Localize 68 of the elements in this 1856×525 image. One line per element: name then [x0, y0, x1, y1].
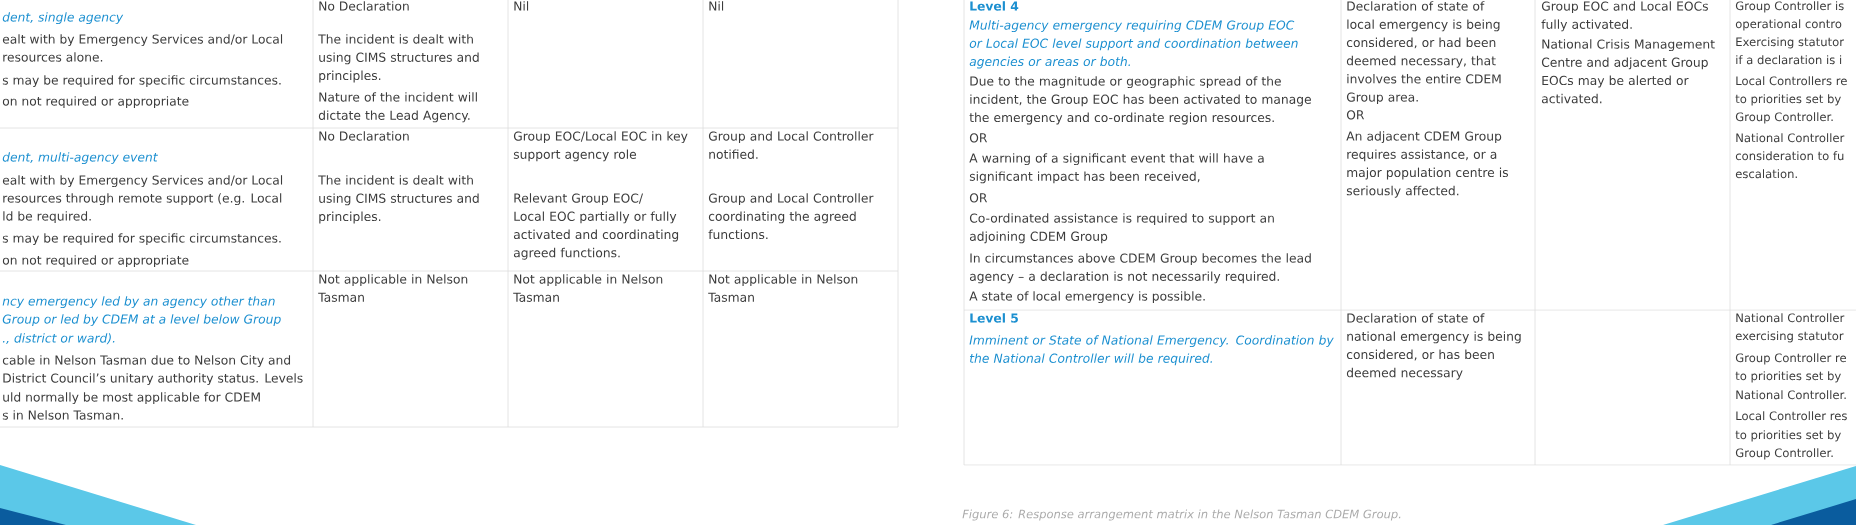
row-description: Imminent or State of National Emergency. Coordination by the National Controller will be required.: [969, 335, 1334, 366]
cell-text: ld be required.: [3, 211, 91, 224]
cell-text: Relevant Group EOC/ Local EOC partially or fully activated and coordinating agreed functions.: [513, 193, 679, 260]
cell-text: Declaration of state of local emergency is being considered, or had been deemed necessary, that involves the entire CDEM Group area.: [1346, 1, 1501, 105]
cell-text: Local Controllers re: [1736, 76, 1847, 86]
cell-text: A state of local emergency is possible.: [969, 291, 1205, 304]
cell-text: National Crisis Management Centre and adjacent Group EOCs may be alerted or activated.: [1541, 39, 1715, 104]
cell-text: cable in Nelson Tasman due to Nelson City and: [2, 355, 290, 368]
level-heading: Level 5: [970, 313, 1018, 323]
cell-text: resources through remote support (e.g. Local: [3, 193, 282, 206]
cell-text: Nil: [709, 1, 724, 11]
cell-text: consideration to fu: [1735, 151, 1844, 161]
figure-caption: Figure 6: Response arrangement matrix in the Nelson Tasman CDEM Group.: [962, 509, 1401, 521]
cell-text: on not required or appropriate: [2, 255, 189, 268]
row-description: Group or led by CDEM at a level below Group: [2, 314, 281, 327]
cell-text: Nature of the incident will dictate the Lead Agency.: [318, 92, 477, 123]
cell-text: The incident is dealt with using CIMS structures and principles.: [318, 34, 479, 83]
cell-text: resources alone.: [3, 52, 103, 62]
cell-text: District Council’s unitary authority status. Levels: [3, 373, 303, 386]
cell-text: Nil: [514, 1, 529, 11]
cell-text: Group and Local Controller coordinating the agreed functions.: [708, 193, 874, 240]
cell-text: Group EOC and Local EOCs fully activated.: [1541, 1, 1708, 32]
cell-text: Not applicable in Nelson Tasman: [318, 274, 468, 302]
cell-text: s may be required for specific circumstances.: [2, 75, 281, 88]
cell-text: No Declaration: [319, 131, 409, 141]
row-description: ncy emergency led by an agency other than: [2, 296, 275, 309]
cell-text: No Declaration: [319, 1, 409, 11]
cell-text: uld normally be most applicable for CDEM: [3, 392, 260, 405]
cell-text: if a declaration is i: [1736, 55, 1842, 65]
row-description: ., district or ward).: [2, 333, 115, 345]
cell-text: to priorities set by: [1735, 94, 1841, 106]
cell-text: Group Controller re: [1735, 353, 1846, 365]
cell-text: Group Controller.: [1735, 448, 1833, 460]
cell-text: A warning of a significant event that will have a significant impact has been received,: [969, 153, 1264, 184]
cell-text: Exercising statutor: [1736, 37, 1844, 49]
cell-text: OR: [1346, 110, 1365, 120]
cell-text: National Controller.: [1736, 390, 1846, 400]
cell-text: Co-ordinated assistance is required to support an adjoining CDEM Group: [969, 213, 1274, 244]
cell-text: Not applicable in Nelson Tasman: [708, 274, 858, 302]
cell-text: s in Nelson Tasman.: [2, 410, 123, 420]
cell-text: Local Controller res: [1736, 411, 1847, 421]
cell-text: OR: [969, 193, 988, 203]
cell-text: to priorities set by: [1735, 371, 1841, 383]
cell-text: Declaration of state of national emergency is being considered, or has been deemed necessary: [1346, 313, 1521, 380]
row-description: dent, single agency: [2, 12, 124, 25]
cell-text: Group and Local Controller notified.: [708, 131, 874, 159]
cell-text: to priorities set by: [1735, 430, 1841, 442]
cell-text: Due to the magnitude or geographic spread of the incident, the Group EOC has been activated to manage the emergency and co-ordinate region resources.: [969, 76, 1311, 125]
cell-text: In circumstances above CDEM Group becomes the lead agency – a declaration is not necessarily required.: [969, 253, 1311, 284]
cell-text: on not required or appropriate: [2, 96, 189, 109]
cell-text: ealt with by Emergency Services and/or Local: [2, 34, 283, 47]
cell-text: Not applicable in Nelson Tasman: [513, 274, 663, 302]
cell-text: OR: [969, 133, 988, 143]
cell-text: National Controller: [1736, 133, 1845, 143]
cell-text: s may be required for specific circumstances.: [2, 233, 281, 246]
cell-text: operational contro: [1735, 19, 1842, 31]
cell-text: escalation.: [1735, 169, 1797, 179]
row-description: dent, multi-agency event: [2, 152, 158, 165]
cell-text: The incident is dealt with using CIMS structures and principles.: [318, 175, 479, 224]
row-description: Multi-agency emergency requiring CDEM Group EOC or Local EOC level support and coordination between agencies or areas or both.: [969, 20, 1298, 69]
cell-text: National Controller: [1736, 313, 1845, 323]
level-heading: Level 4: [970, 1, 1019, 11]
cell-text: Group EOC/Local EOC in key support agency role: [513, 131, 688, 162]
cell-text: exercising statutor: [1735, 331, 1844, 343]
cell-text: Group Controller is: [1735, 1, 1844, 13]
cell-text: Group Controller.: [1735, 112, 1833, 124]
cell-text: ealt with by Emergency Services and/or Local: [2, 175, 283, 188]
cell-text: An adjacent CDEM Group requires assistance, or a major population centre is seriously affected.: [1346, 131, 1508, 198]
